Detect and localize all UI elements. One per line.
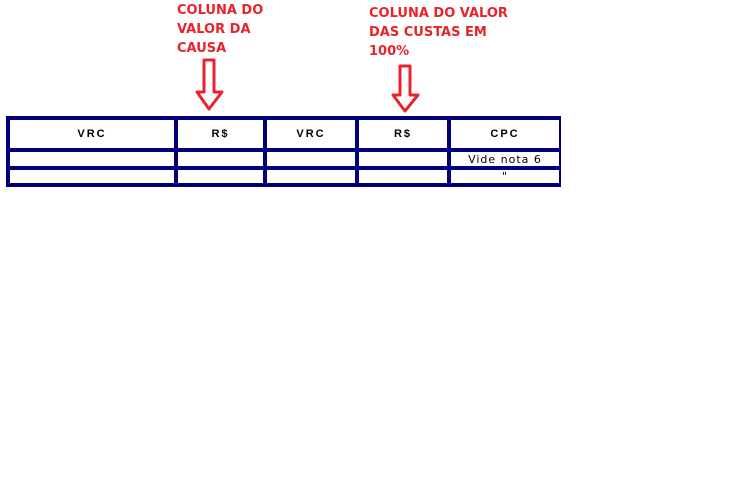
annotation-valor-custas: COLUNA DO VALOR DAS CUSTAS EM 100% bbox=[369, 6, 508, 59]
header-cell-vrc-1: VRC bbox=[10, 120, 174, 148]
table-cell bbox=[178, 170, 263, 183]
table-cell bbox=[359, 152, 447, 166]
header-cell-cpc: CPC bbox=[451, 120, 559, 148]
header-cell-vrc-2: VRC bbox=[267, 120, 355, 148]
header-cell-rs-2: R$ bbox=[359, 120, 447, 148]
arrow-down-icon bbox=[391, 64, 420, 113]
table-cell bbox=[178, 152, 263, 166]
table-row: " bbox=[10, 170, 559, 183]
table-cell bbox=[267, 152, 355, 166]
annotation-valor-causa: COLUNA DO VALOR DA CAUSA bbox=[177, 3, 264, 56]
table-cell bbox=[10, 152, 174, 166]
table-cell bbox=[10, 170, 174, 183]
arrow-down-icon bbox=[195, 58, 224, 111]
table-header-row: VRC R$ VRC R$ CPC bbox=[10, 120, 559, 148]
table-cell bbox=[359, 170, 447, 183]
header-cell-rs-1: R$ bbox=[178, 120, 263, 148]
data-table: VRC R$ VRC R$ CPC Vide nota 6 " bbox=[6, 116, 561, 187]
table-cell-cpc-note: Vide nota 6 bbox=[451, 152, 559, 166]
table-cell-cpc-ditto: " bbox=[451, 170, 559, 183]
table-cell bbox=[267, 170, 355, 183]
table-row: Vide nota 6 bbox=[10, 152, 559, 166]
